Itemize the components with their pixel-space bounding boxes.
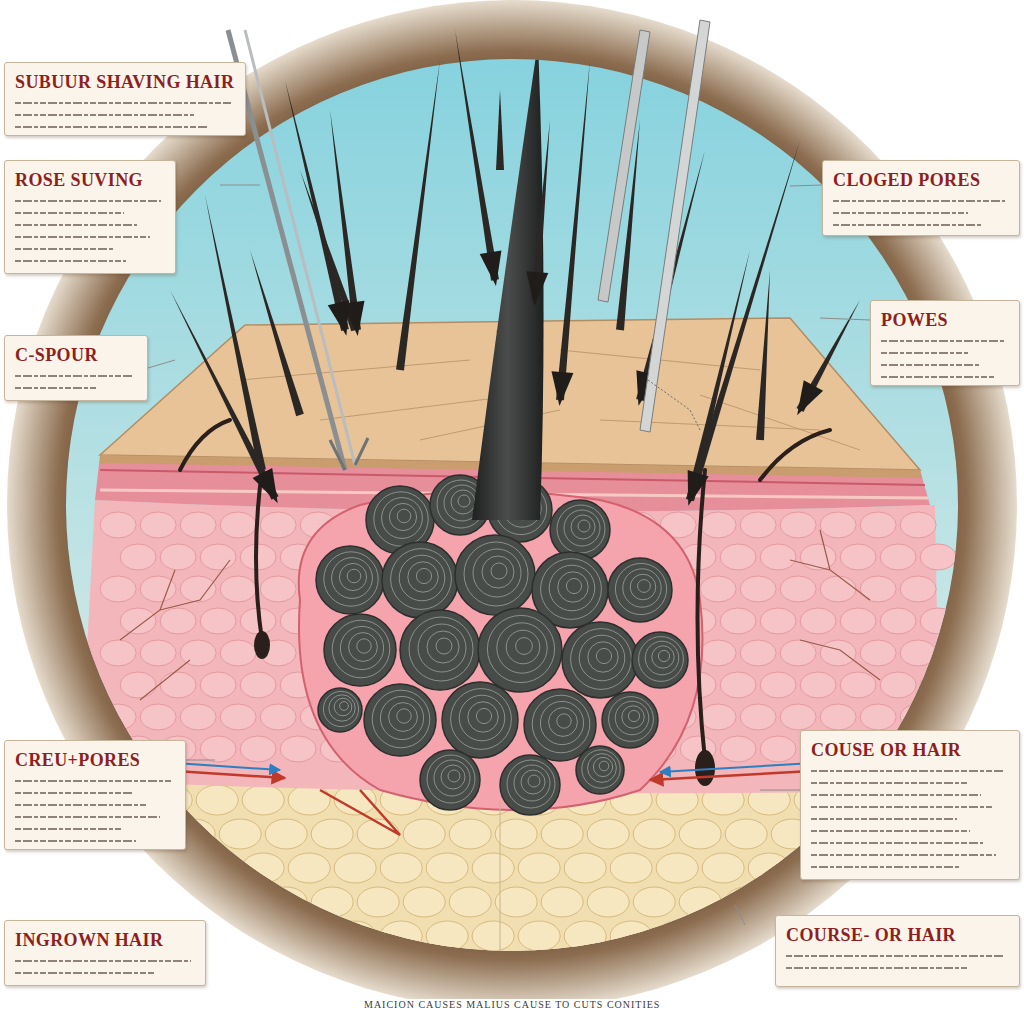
callout-heading: POWES xyxy=(881,309,948,331)
callout-box: SUBUUR SHAVING HAIR xyxy=(4,62,246,136)
callout-heading: COURSE- OR HAIR xyxy=(786,924,956,946)
callout-heading: CLOGED PORES xyxy=(833,169,980,191)
callout-heading: C-SPOUR xyxy=(15,344,98,366)
caption: MAICION CAUSES MALIUS CAUSE TO CUTS CONI… xyxy=(361,999,663,1010)
callout-box: C-SPOUR xyxy=(4,335,148,401)
callout-heading: SUBUUR SHAVING HAIR xyxy=(15,71,234,93)
callout-box: CLOGED PORES xyxy=(822,160,1020,236)
callout-heading: ROSE SUVING xyxy=(15,169,143,191)
hair-cluster xyxy=(316,475,688,815)
callout-box: ROSE SUVING xyxy=(4,160,176,274)
callout-box: COURSE- OR HAIR xyxy=(775,915,1020,987)
tweezers xyxy=(228,30,368,470)
follicle-cavity xyxy=(299,491,703,810)
callout-box: CREU+PORES xyxy=(4,740,186,850)
leader-lines xyxy=(148,185,870,925)
razor xyxy=(598,20,710,432)
callout-box: POWES xyxy=(870,300,1020,386)
callout-box: INGROWN HAIR xyxy=(4,920,206,986)
callout-heading: INGROWN HAIR xyxy=(15,929,163,951)
follicle-hairs xyxy=(180,420,830,760)
callout-heading: COUSE OR HAIR xyxy=(811,739,961,761)
hair-arrows xyxy=(170,30,860,506)
callout-box: COUSE OR HAIR xyxy=(800,730,1020,880)
blood-vessels xyxy=(120,530,880,700)
callout-heading: CREU+PORES xyxy=(15,749,140,771)
